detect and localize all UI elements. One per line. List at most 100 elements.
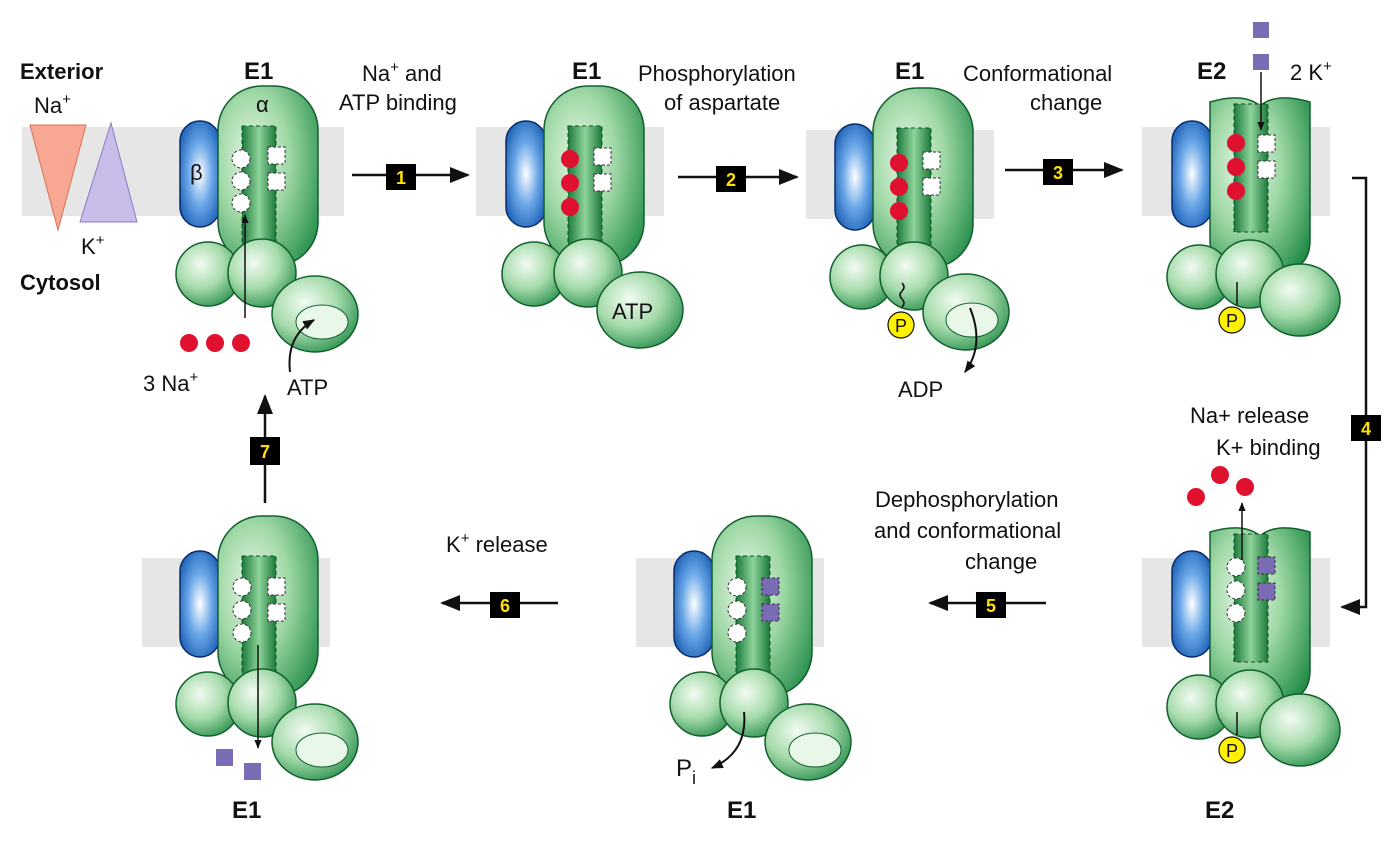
state-label-1: E1 (244, 58, 273, 85)
step-2-number: 2 (726, 170, 736, 190)
nucleotide-domain (1259, 693, 1341, 767)
step-1-number: 1 (396, 168, 406, 188)
bound-na-ion (890, 178, 908, 196)
bound-na-ion (890, 154, 908, 172)
phosphate (887, 311, 915, 339)
bound-na-ion (1227, 182, 1245, 200)
empty-na-site (232, 600, 252, 620)
pump-state-6: Pi E1 (669, 515, 852, 824)
phosphate-label: P (895, 316, 907, 336)
empty-na-site (1226, 557, 1246, 577)
step-5: Dephosphorylation and conformational cha… (874, 487, 1061, 618)
step-1: Na+ and ATP binding 1 (339, 59, 470, 190)
empty-atp-pocket (788, 732, 842, 768)
bound-k-ion (761, 603, 780, 622)
nucleotide-domain (1259, 263, 1341, 337)
k-gradient-label: K+ (81, 232, 105, 259)
empty-k-site (267, 603, 286, 622)
state-label-5: E2 (1205, 797, 1234, 824)
step-5-label-line1: Dephosphorylation (875, 487, 1058, 512)
empty-k-site (922, 177, 941, 196)
step-3-label-line1: Conformational (963, 61, 1112, 86)
beta-subunit (1171, 120, 1213, 228)
step-7: 7 (250, 394, 280, 503)
atp-entry-arrow (288, 319, 316, 373)
pi-release-arrow (710, 711, 746, 769)
nucleotide-domain (596, 271, 684, 349)
na-ion (180, 334, 198, 352)
bound-k-ion (1257, 556, 1276, 575)
step-2: Phosphorylation of aspartate 2 (638, 61, 799, 192)
empty-na-site (1226, 603, 1246, 623)
step-1-badge (386, 164, 416, 190)
empty-k-site (1257, 134, 1276, 153)
step-5-number: 5 (986, 596, 996, 616)
step-6: K+ release 6 (440, 530, 558, 618)
state-label-7: E1 (232, 797, 261, 824)
empty-na-site (727, 600, 747, 620)
step-4-label-line2: K+ binding (1216, 435, 1321, 460)
released-na-ion (1211, 466, 1229, 484)
bound-na-ion (561, 198, 579, 216)
k-ion (1253, 54, 1269, 70)
adp-release-arrow (964, 307, 978, 373)
empty-na-site (232, 623, 252, 643)
step-2-label-line1: Phosphorylation (638, 61, 796, 86)
na-gradient-label: Na+ (34, 91, 71, 118)
empty-na-site (232, 577, 252, 597)
pi-label: Pi (676, 755, 696, 788)
state-label-4: E2 (1197, 58, 1226, 85)
step-3-badge (1043, 159, 1073, 185)
step-5-badge (976, 592, 1006, 618)
released-na-ion (1236, 478, 1254, 496)
phosphate (1218, 306, 1246, 334)
empty-atp-pocket (945, 302, 999, 338)
beta-subunit (673, 550, 715, 658)
pump-state-3: E1 P ADP (829, 58, 1010, 402)
step-1-label-line2: ATP binding (339, 90, 457, 115)
k-gradient-triangle (79, 121, 138, 223)
step-1-label-line1: Na+ and (362, 59, 442, 86)
step-2-badge (716, 166, 746, 192)
released-k-ion (216, 749, 233, 766)
pump-state-7: E1 (175, 515, 359, 824)
bound-na-ion (1227, 158, 1245, 176)
state-label-3: E1 (895, 58, 924, 85)
step-2-label-line2: of aspartate (664, 90, 780, 115)
step-4: 4 Na+ release K+ binding (1190, 176, 1381, 615)
beta-subunit (505, 120, 547, 228)
step-4-badge (1351, 415, 1381, 441)
cytosol-label: Cytosol (20, 270, 101, 295)
na-ion (206, 334, 224, 352)
atp-pocket (295, 304, 349, 340)
step-3: Conformational change 3 (963, 61, 1124, 185)
released-na-ion (1187, 488, 1205, 506)
step-6-label: K+ release (446, 530, 548, 557)
bound-na-ion (890, 202, 908, 220)
phosphate-label: P (1226, 741, 1238, 761)
empty-k-site (1257, 160, 1276, 179)
beta-subunit (179, 550, 221, 658)
step-7-badge (250, 437, 280, 465)
three-na-label: 3 Na+ (143, 369, 198, 396)
pump-state-1: E1 β α 3 Na+ ATP (143, 58, 359, 400)
step-7-number: 7 (260, 442, 270, 462)
empty-k-site (267, 146, 286, 165)
na-gradient-triangle (29, 124, 87, 232)
empty-k-site (922, 151, 941, 170)
empty-na-site (727, 577, 747, 597)
bound-na-ion (561, 174, 579, 192)
step-4-number: 4 (1361, 419, 1371, 439)
pump-state-5: P E2 (1166, 466, 1341, 824)
empty-k-site (267, 172, 286, 191)
phosphate-bond (899, 282, 905, 308)
empty-na-site (231, 171, 251, 191)
step-5-label-line2: and conformational (874, 518, 1061, 543)
empty-k-site (267, 577, 286, 596)
phosphate-label: P (1226, 311, 1238, 331)
na-ion (232, 334, 250, 352)
bound-k-ion (1257, 582, 1276, 601)
empty-k-site (593, 147, 612, 166)
adp-label: ADP (898, 377, 943, 402)
empty-na-site (727, 623, 747, 643)
